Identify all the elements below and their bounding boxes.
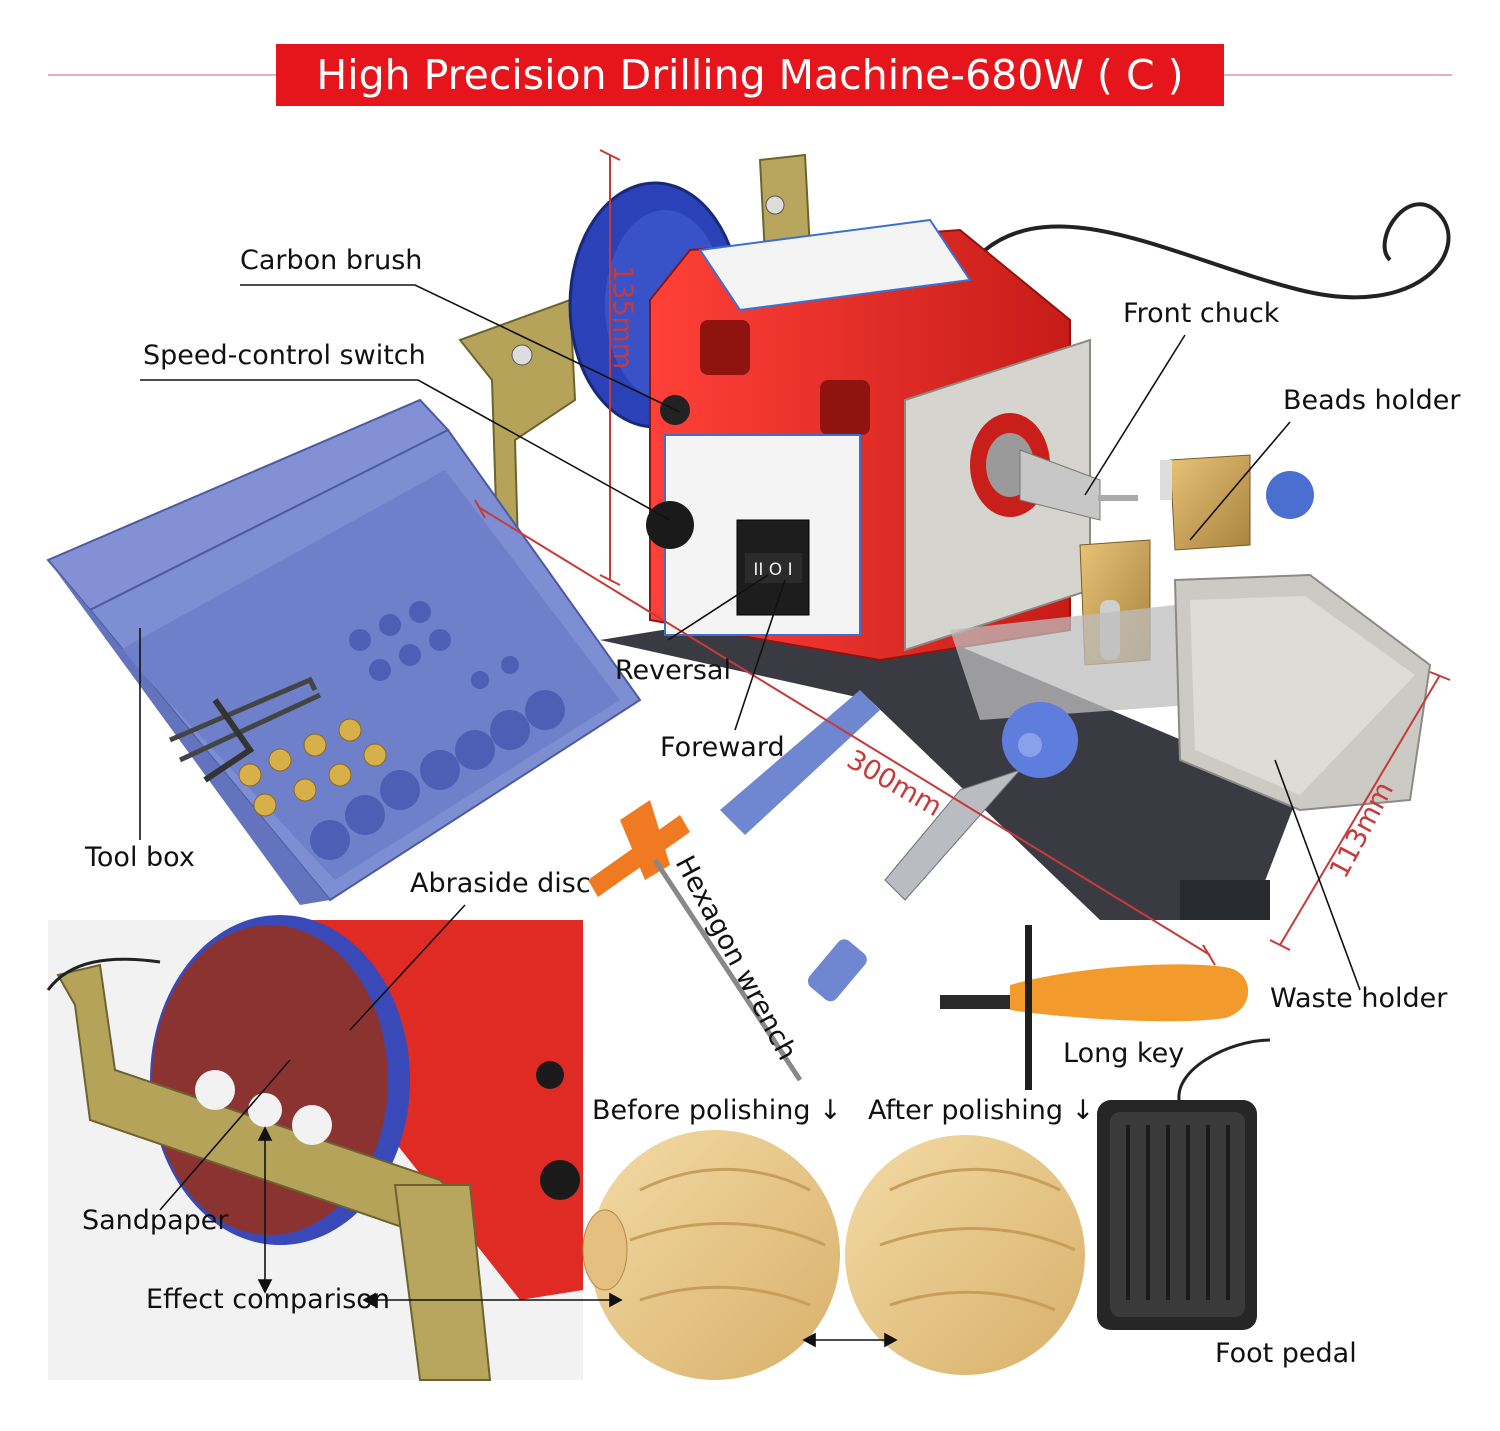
label-reversal: Reversal — [615, 655, 731, 686]
label-foreward: Foreward — [660, 732, 785, 763]
page-title: High Precision Drilling Machine-680W ( C… — [316, 51, 1184, 99]
hexagon-wrench — [588, 800, 803, 1082]
rocker-switch: II O I — [736, 519, 810, 616]
leader-lines — [139, 284, 1361, 1348]
motor-housing — [649, 218, 1091, 662]
label-abrasive-disc: Abraside disc — [410, 868, 591, 899]
label-hexagon-wrench: Hexagon wrench — [669, 851, 803, 1066]
motor-bracket — [458, 153, 812, 632]
long-key — [940, 925, 1249, 1090]
dimension-lines — [474, 149, 1451, 966]
front-chuck — [1019, 449, 1138, 521]
label-effect-comparison: Effect comparison — [146, 1284, 390, 1315]
waste-holder — [1173, 573, 1432, 812]
label-beads-holder: Beads holder — [1283, 385, 1461, 416]
sandpaper-inset — [46, 915, 583, 1381]
label-long-key: Long key — [1063, 1038, 1185, 1069]
wood-ball-after — [845, 1135, 1085, 1375]
label-before-polishing: Before polishing ↓ — [592, 1095, 842, 1126]
label-carbon-brush: Carbon brush — [240, 245, 423, 276]
label-tool-box: Tool box — [85, 842, 195, 873]
switch-symbols: II O I — [753, 560, 792, 580]
foot-pedal — [1097, 1038, 1271, 1330]
label-speed-control-switch: Speed-control switch — [143, 340, 426, 371]
label-foot-pedal: Foot pedal — [1215, 1338, 1357, 1369]
label-after-polishing: After polishing ↓ — [868, 1095, 1095, 1126]
label-waste-holder: Waste holder — [1270, 983, 1448, 1014]
power-cable — [983, 202, 1451, 300]
tool-box — [46, 398, 642, 905]
lever-handle — [720, 690, 1078, 1002]
machine-base — [600, 600, 1300, 920]
speed-control-knob — [646, 501, 694, 549]
label-sandpaper: Sandpaper — [82, 1205, 229, 1236]
wood-ball-before — [582, 1130, 840, 1380]
label-front-chuck: Front chuck — [1123, 298, 1280, 329]
title-banner: High Precision Drilling Machine-680W ( C… — [276, 44, 1224, 106]
dimension-height: 135mm — [607, 265, 638, 369]
